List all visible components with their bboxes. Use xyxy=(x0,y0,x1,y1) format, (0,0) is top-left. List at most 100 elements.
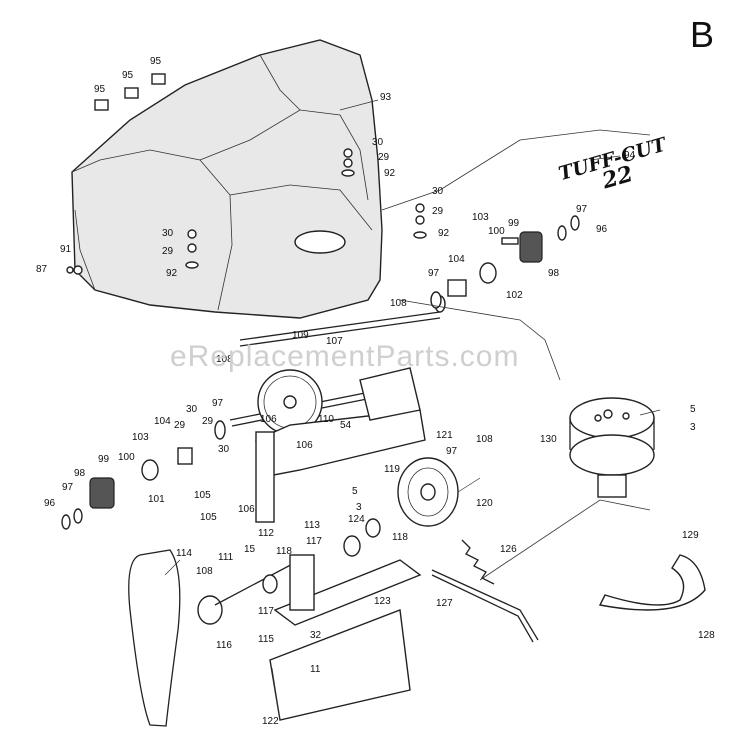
callout-115: 115 xyxy=(258,634,274,645)
callout-97e: 97 xyxy=(446,446,458,457)
callout-54: 54 xyxy=(340,420,352,431)
watermark: eReplacementParts.com xyxy=(170,340,520,373)
engine-pulley-130 xyxy=(569,397,655,498)
callout-94: 94 xyxy=(624,150,636,161)
callout-107: 107 xyxy=(326,336,343,347)
callout-97a: 97 xyxy=(576,204,588,215)
large-sprocket xyxy=(257,369,323,435)
callout-108a: 108 xyxy=(390,298,407,309)
callout-121: 121 xyxy=(436,430,453,441)
callout-112: 112 xyxy=(258,528,274,539)
callout-95c: 95 xyxy=(150,56,162,67)
callout-119: 119 xyxy=(384,464,400,475)
callout-111: 111 xyxy=(218,552,234,563)
cover-hardware xyxy=(66,148,427,275)
callout-103b: 103 xyxy=(132,432,149,443)
callout-97d: 97 xyxy=(62,482,74,493)
callout-128: 128 xyxy=(698,630,715,641)
callout-100b: 100 xyxy=(118,452,135,463)
belt-guide-128 xyxy=(598,554,706,611)
callout-126: 126 xyxy=(500,544,517,555)
label-plates xyxy=(94,73,166,111)
callout-118a: 118 xyxy=(392,532,408,543)
callout-117b: 117 xyxy=(258,606,274,617)
callout-98b: 98 xyxy=(74,468,86,479)
callout-103a: 103 xyxy=(472,212,489,223)
callout-3a: 3 xyxy=(356,502,362,513)
callout-110: 110 xyxy=(318,414,334,425)
callout-93: 93 xyxy=(380,92,392,103)
callout-29c: 29 xyxy=(162,246,174,257)
callout-130: 130 xyxy=(540,434,557,445)
callout-92a: 92 xyxy=(384,168,396,179)
callout-96b: 96 xyxy=(44,498,56,509)
callout-100a: 100 xyxy=(488,226,505,237)
lead-lines xyxy=(164,99,661,576)
callout-97b: 97 xyxy=(428,268,440,279)
callout-87: 87 xyxy=(36,264,48,275)
callout-29a: 29 xyxy=(378,152,390,163)
callout-102: 102 xyxy=(506,290,523,301)
belt-path xyxy=(381,129,651,581)
callout-29b: 29 xyxy=(432,206,444,217)
callout-104a: 104 xyxy=(448,254,465,265)
callout-106a: 106 xyxy=(260,414,277,425)
callout-105b: 105 xyxy=(200,512,217,523)
housing-cover xyxy=(71,39,383,319)
callout-108b: 108 xyxy=(216,354,233,365)
callout-labels: 95 95 95 93 30 29 92 94 30 29 92 103 100… xyxy=(36,56,715,727)
bearing-carrier xyxy=(262,518,422,626)
drive-chain xyxy=(128,549,181,727)
callout-91: 91 xyxy=(60,244,72,255)
callout-127: 127 xyxy=(436,598,453,609)
left-drive-parts xyxy=(61,420,226,530)
callout-29e: 29 xyxy=(202,416,214,427)
callout-106b: 106 xyxy=(296,440,313,451)
callout-105a: 105 xyxy=(194,490,211,501)
callout-101: 101 xyxy=(148,494,165,505)
callout-97c: 97 xyxy=(212,398,224,409)
callout-123: 123 xyxy=(374,596,391,607)
callout-120: 120 xyxy=(476,498,493,509)
callout-30e: 30 xyxy=(218,444,230,455)
callout-95a: 95 xyxy=(94,84,106,95)
callout-30c: 30 xyxy=(162,228,174,239)
callout-98a: 98 xyxy=(548,268,560,279)
callout-106c: 106 xyxy=(238,504,255,515)
pulley-120 xyxy=(397,457,459,527)
spring-and-rod xyxy=(431,539,539,643)
callout-29d: 29 xyxy=(174,420,186,431)
callout-109: 109 xyxy=(292,330,309,341)
callout-15: 15 xyxy=(244,544,256,555)
callout-99a: 99 xyxy=(508,218,520,229)
callout-30b: 30 xyxy=(432,186,444,197)
right-drive-parts xyxy=(430,215,580,309)
callout-124: 124 xyxy=(348,514,365,525)
callout-104b: 104 xyxy=(154,416,171,427)
callout-30a: 30 xyxy=(372,137,384,148)
bracket-122 xyxy=(269,609,411,721)
sprocket-shaft-116 xyxy=(197,559,301,625)
callout-108c: 108 xyxy=(476,434,493,445)
callout-129: 129 xyxy=(682,530,699,541)
callout-122: 122 xyxy=(262,716,279,727)
callout-32: 32 xyxy=(310,630,322,641)
callout-114: 114 xyxy=(176,548,192,559)
callout-116: 116 xyxy=(216,640,232,651)
page-letter: B xyxy=(690,14,715,55)
callout-118b: 118 xyxy=(276,546,292,557)
callout-95b: 95 xyxy=(122,70,134,81)
callout-3b: 3 xyxy=(690,422,696,433)
callout-108d: 108 xyxy=(196,566,213,577)
callout-30d: 30 xyxy=(186,404,198,415)
callout-113: 113 xyxy=(304,520,320,531)
callout-11: 11 xyxy=(310,664,321,675)
callout-92b: 92 xyxy=(438,228,450,239)
callout-5b: 5 xyxy=(690,404,696,415)
callout-117a: 117 xyxy=(306,536,322,547)
callout-5a: 5 xyxy=(352,486,358,497)
callout-92c: 92 xyxy=(166,268,178,279)
callout-99b: 99 xyxy=(98,454,110,465)
callout-96a: 96 xyxy=(596,224,608,235)
